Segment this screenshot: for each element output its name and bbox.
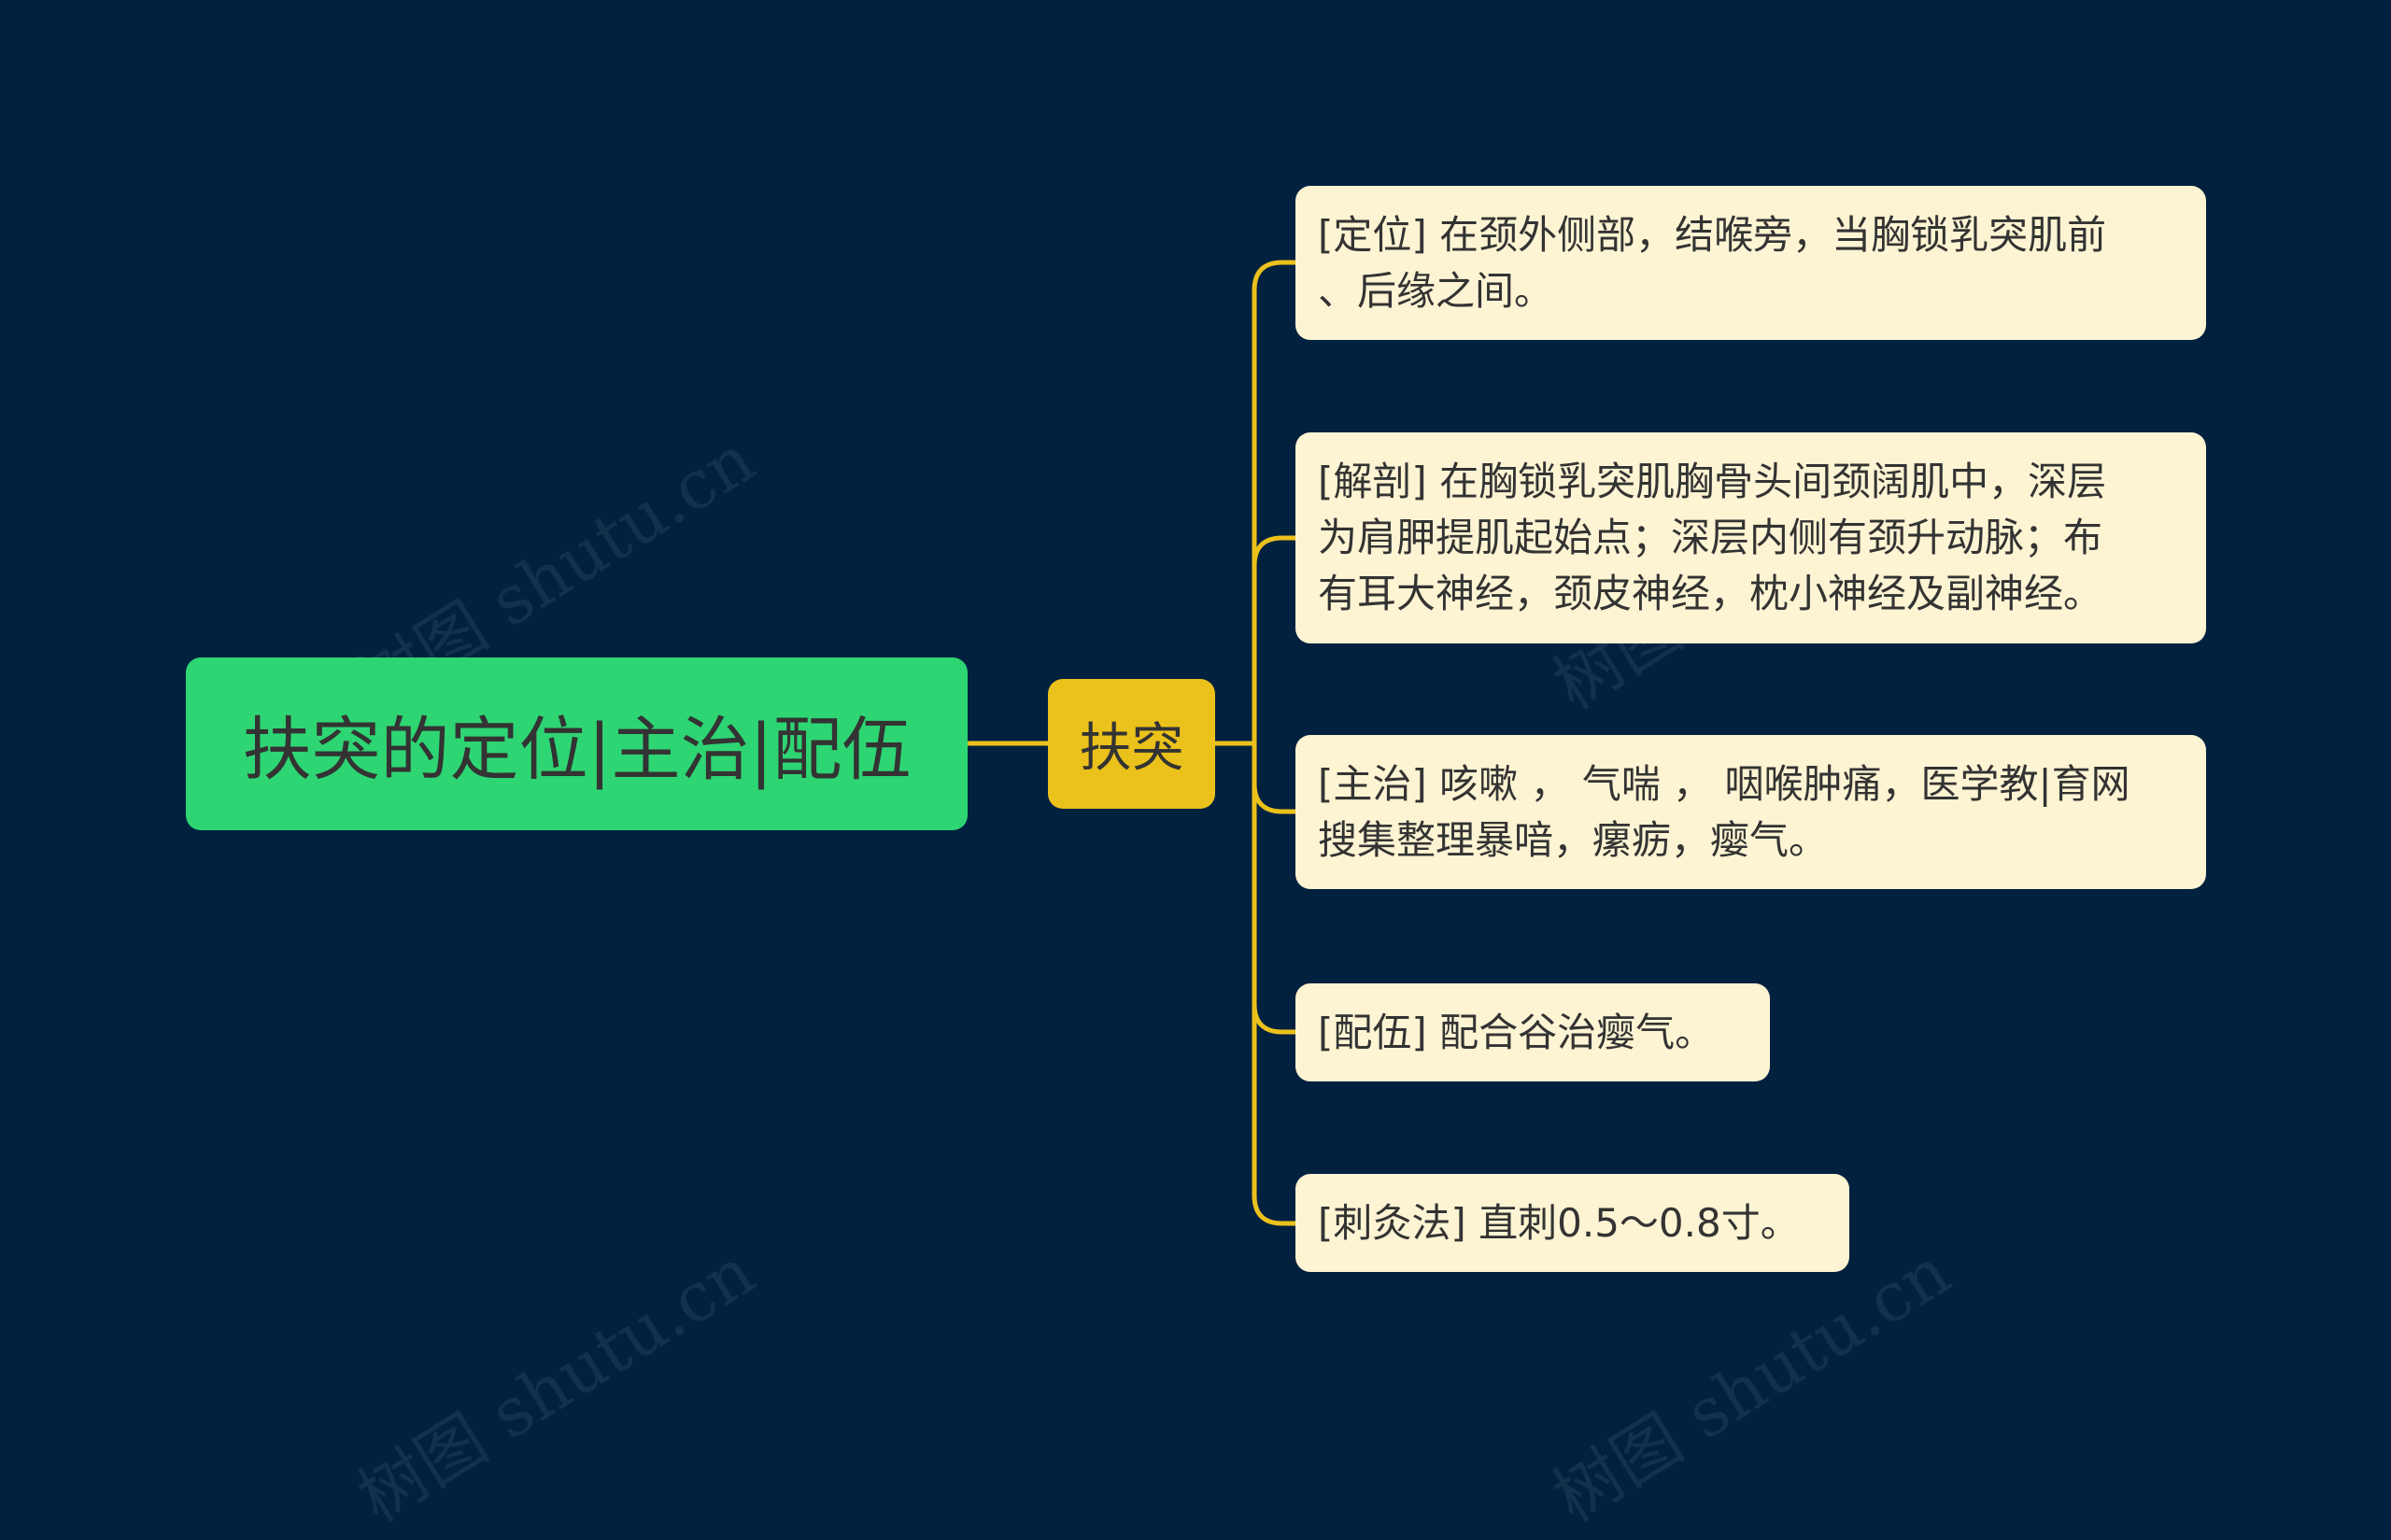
leaf-text: [主治] 咳嗽 ， 气喘 ， 咽喉肿痛，医学教|育网 搜集整理暴喑，瘰疬，瘿气。 (1318, 756, 2130, 869)
leaf-text: [解剖] 在胸锁乳突肌胸骨头间颈阔肌中，深层 为肩胛提肌起始点；深层内侧有颈升动… (1318, 454, 2106, 622)
leaf-text-line: 、后缘之间。 (1318, 267, 1554, 314)
hub-topic-label: 扶突 (1079, 718, 1184, 779)
connector-lines (965, 260, 1298, 1226)
leaf-text-line: [刺灸法] 直刺0.5～0.8寸。 (1318, 1199, 1800, 1246)
leaf-node-location[interactable]: [定位] 在颈外侧部，结喉旁，当胸锁乳突肌前 、后缘之间。 (1295, 186, 2206, 340)
leaf-text: [配伍] 配合谷治瘿气。 (1318, 1005, 1714, 1061)
leaf-node-anatomy[interactable]: [解剖] 在胸锁乳突肌胸骨头间颈阔肌中，深层 为肩胛提肌起始点；深层内侧有颈升动… (1295, 432, 2206, 643)
hub-topic-node[interactable]: 扶突 (1048, 679, 1215, 809)
leaf-text-line: [定位] 在颈外侧部，结喉旁，当胸锁乳突肌前 (1318, 211, 2107, 258)
root-topic-label: 扶突的定位|主治|配伍 (242, 710, 912, 790)
root-topic-node[interactable]: 扶突的定位|主治|配伍 (186, 657, 968, 830)
branch-connector-3 (1252, 781, 1298, 814)
leaf-node-needling-method[interactable]: [刺灸法] 直刺0.5～0.8寸。 (1295, 1174, 1849, 1272)
leaf-text: [刺灸法] 直刺0.5～0.8寸。 (1318, 1195, 1800, 1251)
leaf-text-line: [主治] 咳嗽 ， 气喘 ， 咽喉肿痛，医学教|育网 (1318, 760, 2130, 807)
leaf-text-line: [解剖] 在胸锁乳突肌胸骨头间颈阔肌中，深层 (1318, 459, 2107, 504)
leaf-text-line: 为肩胛提肌起始点；深层内侧有颈升动脉；布 (1318, 515, 2103, 560)
leaf-text: [定位] 在颈外侧部，结喉旁，当胸锁乳突肌前 、后缘之间。 (1318, 207, 2106, 319)
branch-connector-4 (1252, 1001, 1298, 1035)
leaf-text-line: 有耳大神经，颈皮神经，枕小神经及副神经。 (1318, 571, 2103, 616)
leaf-node-indications[interactable]: [主治] 咳嗽 ， 气喘 ， 咽喉肿痛，医学教|育网 搜集整理暴喑，瘰疬，瘿气。 (1295, 735, 2206, 889)
leaf-text-line: [配伍] 配合谷治瘿气。 (1318, 1009, 1715, 1055)
trunk-connector (1252, 260, 1298, 1226)
branch-connector-2 (1252, 535, 1298, 569)
leaf-node-combination[interactable]: [配伍] 配合谷治瘿气。 (1295, 983, 1770, 1081)
leaf-text-line: 搜集整理暴喑，瘰疬，瘿气。 (1318, 816, 1829, 863)
